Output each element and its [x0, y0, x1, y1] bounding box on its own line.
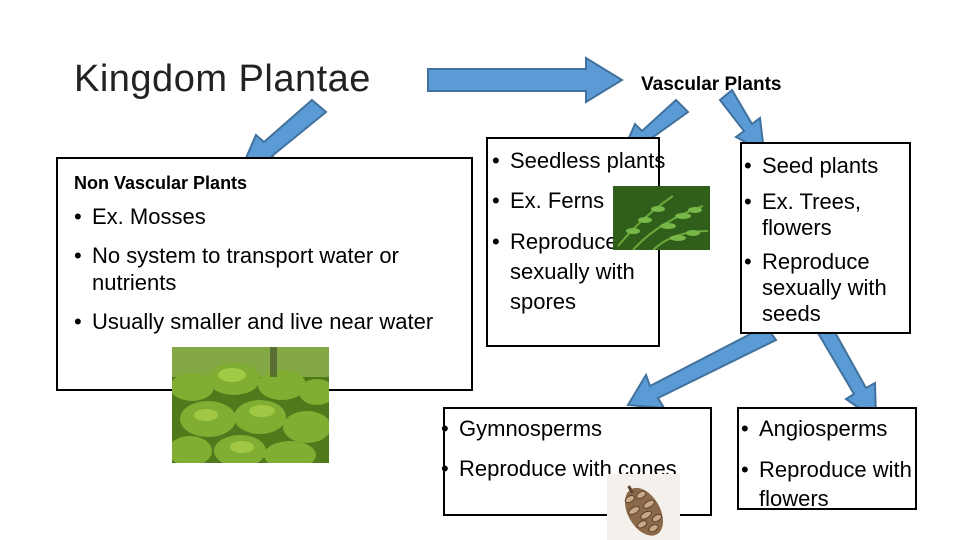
arrow-to-angiosperms — [816, 325, 878, 422]
angiosperms-list: Angiosperms Reproduce with flowers — [741, 415, 917, 523]
gymnosperms-list: Gymnosperms Reproduce with cones — [441, 415, 713, 492]
non-vascular-heading: Non Vascular Plants — [74, 173, 248, 193]
arrow-to-gymnosperms — [626, 324, 778, 410]
list-item: Gymnosperms — [441, 415, 713, 442]
list-item: Ex. Ferns — [492, 187, 702, 214]
page-title: Kingdom Plantae — [74, 58, 371, 100]
list-item: Usually smaller and live near water — [74, 308, 466, 335]
list-item: Ex. Mosses — [74, 203, 466, 230]
seed-box: Seed plants Ex. Trees, flowers Reproduce… — [740, 142, 911, 334]
list-item: Seedless plants — [492, 147, 702, 174]
arrow-to-vascular — [427, 56, 624, 104]
non-vascular-list: Ex. Mosses No system to transport water … — [74, 203, 466, 345]
seedless-list: Seedless plants Ex. Ferns Reproduce sexu… — [492, 147, 702, 327]
fern-photo — [613, 186, 710, 250]
seed-list: Seed plants Ex. Trees, flowers Reproduce… — [744, 152, 909, 337]
angiosperms-box: Angiosperms Reproduce with flowers — [737, 407, 917, 511]
list-item: Seed plants — [744, 152, 909, 179]
moss-photo — [172, 347, 329, 463]
pine-cone-photo — [607, 474, 680, 540]
list-item: Ex. Trees, flowers — [744, 189, 909, 241]
non-vascular-box: Non Vascular Plants Ex. Mosses No system… — [56, 157, 473, 391]
list-item: Reproduce sexually with seeds — [744, 249, 909, 327]
list-item: No system to transport water or nutrient… — [74, 242, 466, 296]
list-item: Reproduce with flowers — [741, 455, 917, 513]
list-item: Angiosperms — [741, 415, 917, 442]
list-item: Reproduce sexually with spores — [492, 227, 660, 317]
arrow-to-seed — [718, 88, 766, 154]
vascular-plants-label: Vascular Plants — [641, 74, 782, 95]
